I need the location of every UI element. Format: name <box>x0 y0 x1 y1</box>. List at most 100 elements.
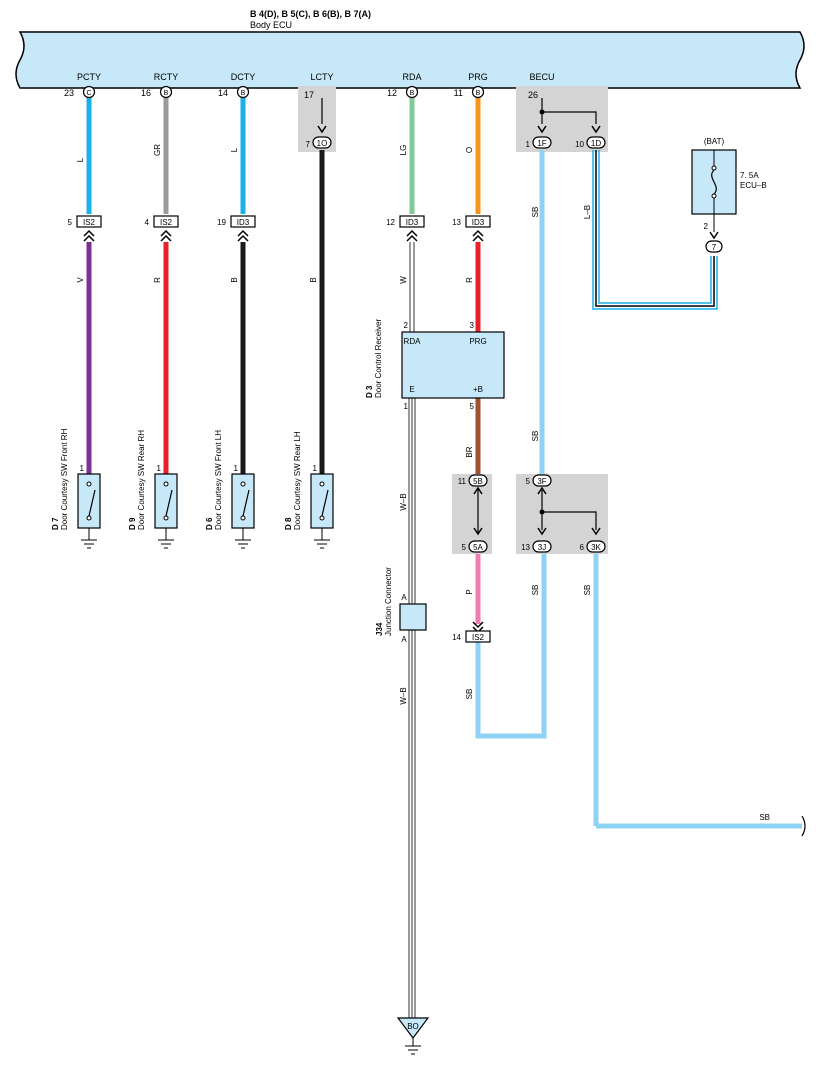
svg-text:1O: 1O <box>317 139 328 148</box>
svg-text:SB: SB <box>465 689 474 700</box>
ground-point-bo: BO <box>396 1017 430 1055</box>
svg-text:L: L <box>230 147 239 152</box>
wires <box>86 98 806 1018</box>
svg-text:BO: BO <box>407 1022 419 1031</box>
svg-text:3: 3 <box>470 321 475 330</box>
connector-pcty-is2: 5 IS2 <box>68 215 102 242</box>
wire-labels: L V GR R L B B LG W W–B W–B O R BR P SB … <box>76 144 770 822</box>
connector-3j: 13 3J <box>521 540 552 553</box>
inline-connectors: 5 IS2 4 IS2 19 ID3 12 ID3 13 <box>68 215 491 643</box>
door-courtesy-sw-front-lh: 1 D 6 Door Courtesy SW Front LH <box>205 430 255 549</box>
svg-text:5A: 5A <box>473 543 483 552</box>
junction-block-5b-5a <box>452 474 492 554</box>
svg-text:L: L <box>76 157 85 162</box>
pin-rcty: 16 B <box>141 85 173 99</box>
svg-text:(BAT): (BAT) <box>704 137 725 146</box>
svg-text:ID3: ID3 <box>472 218 485 227</box>
door-courtesy-sw-front-rh: 1 D 7 Door Courtesy SW Front RH <box>51 428 101 549</box>
ground-icon <box>314 539 330 549</box>
svg-text:RDA: RDA <box>404 337 422 346</box>
svg-text:13: 13 <box>521 543 530 552</box>
svg-text:LG: LG <box>399 145 408 156</box>
ecu-terminal-rda: RDA <box>402 72 421 82</box>
svg-text:12: 12 <box>387 88 397 98</box>
fuse-ecu-b: (BAT) 7. 5A ECU–B 2 7 <box>691 137 767 253</box>
svg-text:D 6: D 6 <box>205 517 214 530</box>
svg-text:C: C <box>86 90 91 97</box>
svg-text:B: B <box>241 90 246 97</box>
svg-text:W–B: W–B <box>399 493 408 510</box>
ecu-connector-codes: B 4(D), B 5(C), B 6(B), B 7(A) <box>250 9 371 19</box>
door-courtesy-sw-rear-lh: 1 D 8 Door Courtesy SW Rear LH <box>284 431 334 549</box>
svg-text:Door Control Receiver: Door Control Receiver <box>374 319 383 398</box>
pin-rda: 12 B <box>387 85 419 99</box>
svg-text:Door Courtesy SW Front RH: Door Courtesy SW Front RH <box>60 428 69 530</box>
svg-text:11: 11 <box>454 88 463 98</box>
svg-text:13: 13 <box>452 218 461 227</box>
svg-text:7: 7 <box>712 243 717 252</box>
svg-text:1: 1 <box>404 402 409 411</box>
svg-text:5: 5 <box>462 543 467 552</box>
svg-text:2: 2 <box>404 321 409 330</box>
switch-contact-icon <box>321 489 329 517</box>
svg-text:W–B: W–B <box>399 687 408 704</box>
connector-1f: 1 1F <box>526 125 552 149</box>
svg-text:B: B <box>164 90 169 97</box>
svg-text:IS2: IS2 <box>472 633 485 642</box>
svg-text:2: 2 <box>704 222 709 231</box>
svg-text:B: B <box>230 277 239 282</box>
svg-text:16: 16 <box>141 88 151 98</box>
switch-contact-icon <box>165 489 173 517</box>
svg-text:SB: SB <box>531 431 540 442</box>
svg-text:ID3: ID3 <box>237 218 250 227</box>
svg-text:Door Courtesy SW Rear LH: Door Courtesy SW Rear LH <box>293 431 302 530</box>
ecu-terminal-dcty: DCTY <box>231 72 256 82</box>
svg-text:1: 1 <box>313 464 318 473</box>
pin-pcty: 23 C <box>64 85 96 99</box>
svg-text:1: 1 <box>80 464 85 473</box>
svg-text:B: B <box>309 277 318 282</box>
connector-prg-id3: 13 ID3 <box>452 215 491 242</box>
svg-text:D 8: D 8 <box>284 517 293 530</box>
door-courtesy-sw-rear-rh: 1 D 9 Door Courtesy SW Rear RH <box>128 430 178 549</box>
svg-text:3F: 3F <box>537 477 546 486</box>
switch-contact-icon <box>88 489 96 517</box>
svg-text:SB: SB <box>759 813 770 822</box>
connector-rcty-is2: 4 IS2 <box>145 215 179 242</box>
connector-5b: 11 5B <box>458 474 488 536</box>
svg-text:7: 7 <box>306 140 311 149</box>
svg-text:1: 1 <box>157 464 162 473</box>
connector-p-is2: 14 IS2 <box>452 621 491 643</box>
fuse-element-icon <box>711 169 717 195</box>
svg-text:14: 14 <box>452 633 461 642</box>
ground-icon <box>158 539 174 549</box>
body-ecu-box <box>15 31 805 89</box>
junction-connector-j34: A A J34 Junction Connector <box>375 567 427 644</box>
svg-text:L–B: L–B <box>583 205 592 219</box>
svg-text:7. 5A: 7. 5A <box>740 171 759 180</box>
svg-text:J34: J34 <box>375 622 384 636</box>
connector-rda-id3: 12 ID3 <box>386 215 425 242</box>
svg-text:ID3: ID3 <box>406 218 419 227</box>
svg-text:R: R <box>465 277 474 283</box>
svg-text:E: E <box>409 385 414 394</box>
ground-icon <box>235 539 251 549</box>
svg-text:5: 5 <box>470 402 475 411</box>
svg-text:5B: 5B <box>473 477 483 486</box>
svg-text:12: 12 <box>386 218 395 227</box>
svg-text:+B: +B <box>473 385 483 394</box>
svg-text:6: 6 <box>580 543 585 552</box>
svg-text:23: 23 <box>64 88 74 98</box>
svg-text:ECU–B: ECU–B <box>740 181 767 190</box>
svg-text:IS2: IS2 <box>160 218 173 227</box>
svg-text:Junction Connector: Junction Connector <box>384 567 393 636</box>
svg-text:4: 4 <box>145 218 150 227</box>
ecu-terminal-becu: BECU <box>529 72 554 82</box>
ecu-terminal-rcty: RCTY <box>154 72 179 82</box>
pin-dcty: 14 B <box>218 85 250 99</box>
svg-text:SB: SB <box>531 585 540 596</box>
ecu-pins: 23 C 16 B 14 B 17 12 B 11 B 26 <box>64 85 538 100</box>
svg-text:A: A <box>401 635 407 644</box>
ground-icon <box>405 1045 421 1055</box>
